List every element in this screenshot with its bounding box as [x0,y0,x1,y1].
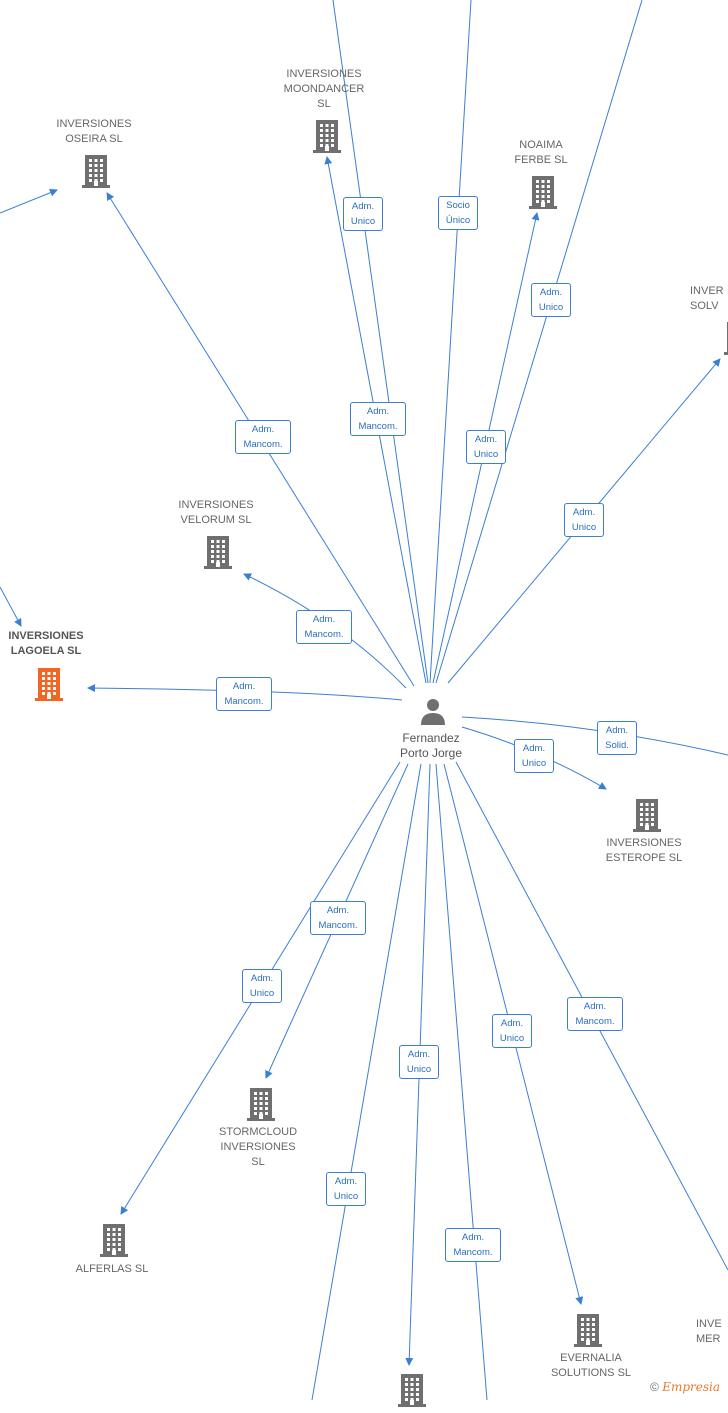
company-name-moondancer[interactable]: INVERSIONES MOONDANCER SL [283,68,365,110]
company-name-mer[interactable]: INVE MER [696,1318,722,1345]
relation-label-solid[interactable]: Adm. Solid. [597,721,637,755]
footer: © Empresia [650,1380,720,1394]
building-icon[interactable] [311,118,343,159]
relation-label-stormcloud[interactable]: Adm. Mancom. [310,901,366,935]
relation-label-oseira[interactable]: Adm. Mancom. [235,420,291,454]
person-name[interactable]: Fernandez Porto Jorge [399,731,463,760]
relation-label-mer[interactable]: Adm. Mancom. [567,997,623,1031]
relation-label-esterope[interactable]: Adm. Unico [514,739,554,773]
center-person[interactable] [418,696,448,726]
company-name-lagoela[interactable]: INVERSIONES LAGOELA SL [8,630,84,657]
building-icon[interactable] [33,666,65,707]
company-name-evernalia[interactable]: EVERNALIA SOLUTIONS SL [550,1352,632,1379]
relation-label-bottom-left[interactable]: Adm. Unico [326,1172,366,1206]
company-name-oseira[interactable]: INVERSIONES OSEIRA SL [56,118,132,145]
relation-label-lagoela[interactable]: Adm. Mancom. [216,677,272,711]
edge-top-3 [435,0,643,684]
brand-logo[interactable]: Empresia [662,1380,720,1394]
relation-label-socio[interactable]: Socio Único [438,196,478,230]
building-icon[interactable] [722,320,728,361]
company-name-velorum[interactable]: INVERSIONES VELORUM SL [178,499,254,526]
relation-label-alferlas[interactable]: Adm. Unico [242,969,282,1003]
company-name-noaima[interactable]: NOAIMA FERBE SL [514,139,568,166]
edge-left-lagoela [0,586,22,627]
relation-label-solv[interactable]: Adm. Unico [564,503,604,537]
relation-label-mancom-center[interactable]: Adm. Mancom. [350,402,406,436]
company-name-alferlas[interactable]: ALFERLAS SL [75,1263,149,1275]
relation-label-noaima[interactable]: Adm. Unico [466,430,506,464]
person-icon [421,699,445,725]
edge-solid [461,716,728,756]
edge-top-1 [332,0,429,684]
relation-label-noaima-upper[interactable]: Adm. Unico [531,283,571,317]
relation-label-bottom[interactable]: Adm. Unico [399,1045,439,1079]
edge-bottom-right [435,763,488,1400]
building-icon[interactable] [245,1086,277,1127]
relation-label-velorum[interactable]: Adm. Mancom. [296,610,352,644]
edge-left-oseira [0,188,58,214]
building-icon[interactable] [80,153,112,194]
building-icon[interactable] [396,1372,428,1413]
building-icon[interactable] [572,1312,604,1353]
relation-label-bottom-right[interactable]: Adm. Mancom. [445,1228,501,1262]
building-icon[interactable] [527,174,559,215]
company-name-stormcloud[interactable]: STORMCLOUD INVERSIONES SL [218,1126,298,1168]
relation-label-evernalia[interactable]: Adm. Unico [492,1014,532,1048]
company-name-solv[interactable]: INVER SOLV [690,285,724,312]
building-icon[interactable] [202,534,234,575]
building-icon[interactable] [631,797,663,838]
edge-bottom-left [311,763,422,1400]
company-name-esterope[interactable]: INVERSIONES ESTEROPE SL [605,837,683,864]
edge-top-2 [429,0,472,684]
relation-label-moondancer[interactable]: Adm. Unico [343,197,383,231]
building-icon[interactable] [98,1222,130,1263]
copyright-symbol: © [650,1380,659,1394]
edge-lagoela [87,684,403,701]
